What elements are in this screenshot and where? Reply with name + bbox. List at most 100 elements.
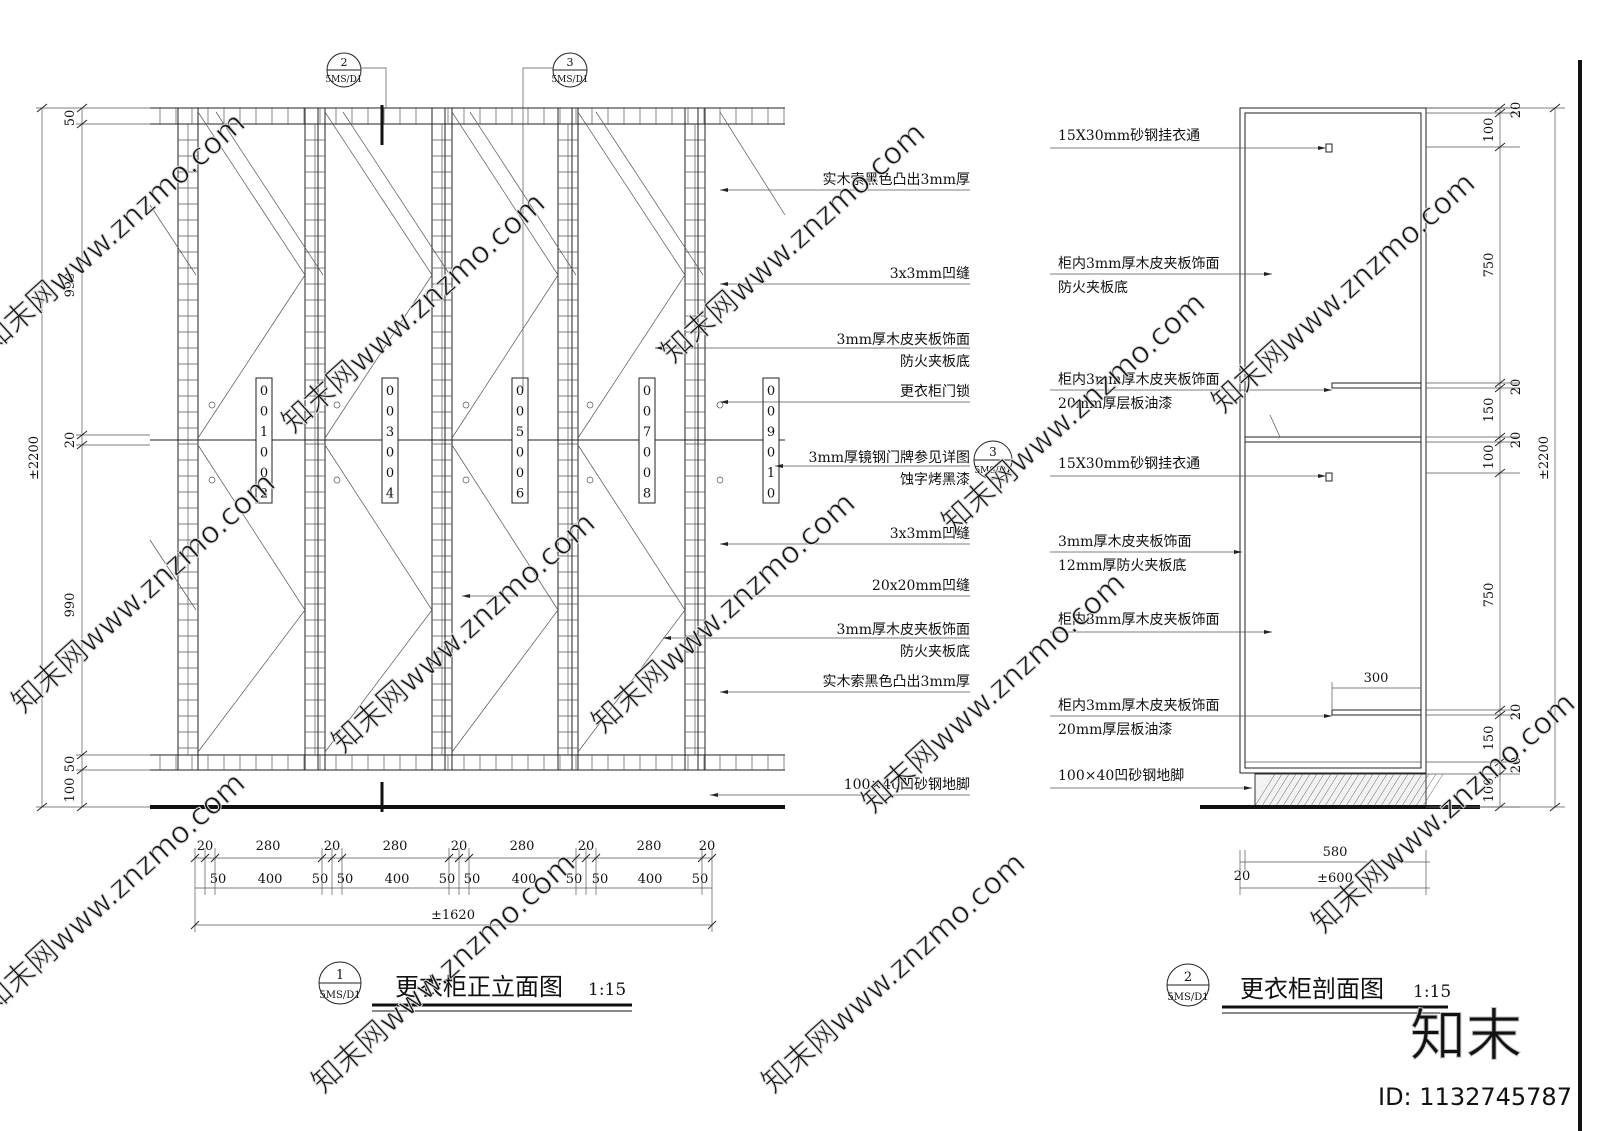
- locker-door-pattern: [324, 111, 451, 753]
- svg-text:20: 20: [578, 839, 595, 854]
- section-view: 15X30mm砂钢挂衣通柜内3mm厚木皮夹板饰面防火夹板底柜内3mm厚木皮夹板饰…: [1050, 102, 1565, 1014]
- svg-text:20x20mm凹缝: 20x20mm凹缝: [872, 578, 970, 594]
- svg-text:防火夹板底: 防火夹板底: [900, 354, 970, 370]
- elevation-callout: 3x3mm凹缝: [720, 526, 970, 546]
- svg-text:3mm厚木皮夹板饰面: 3mm厚木皮夹板饰面: [837, 332, 970, 348]
- svg-text:990: 990: [63, 593, 78, 618]
- svg-text:400: 400: [258, 872, 283, 887]
- svg-text:2: 2: [341, 56, 348, 69]
- svg-text:20: 20: [699, 839, 716, 854]
- svg-text:20: 20: [451, 839, 468, 854]
- elevation-stile: [304, 108, 326, 770]
- svg-text:400: 400: [512, 872, 537, 887]
- svg-text:400: 400: [638, 872, 663, 887]
- section-callout: 柜内3mm厚木皮夹板饰面 20mm厚层板油漆: [1050, 372, 1332, 412]
- svg-text:20: 20: [1509, 379, 1524, 396]
- svg-text:3x3mm凹缝: 3x3mm凹缝: [890, 266, 970, 282]
- watermark-text: 知末网www.znzmo.com: [5, 466, 282, 721]
- svg-text:580: 580: [1323, 845, 1348, 860]
- lock-dot: [716, 476, 724, 484]
- svg-text:3mm厚木皮夹板饰面: 3mm厚木皮夹板饰面: [1058, 534, 1191, 550]
- watermark-text: 知末网www.znzmo.com: [755, 846, 1032, 1101]
- elevation-callout: 20x20mm凹缝: [462, 578, 970, 598]
- svg-text:50: 50: [63, 756, 78, 773]
- svg-text:5MS/D1: 5MS/D1: [974, 466, 1011, 476]
- elevation-callout: 3x3mm凹缝: [720, 266, 970, 286]
- elevation-vertical-dims: 50 990 20 990 50 100 ±2200: [27, 103, 150, 812]
- svg-text:20: 20: [1509, 704, 1524, 721]
- watermark-text: 知末网www.znzmo.com: [0, 106, 252, 361]
- svg-text:20: 20: [324, 839, 341, 854]
- locker-door-pattern: [577, 111, 704, 753]
- svg-text:20mm厚层板油漆: 20mm厚层板油漆: [1058, 722, 1172, 738]
- svg-text:20: 20: [1509, 432, 1524, 449]
- svg-text:柜内3mm厚木皮夹板饰面: 柜内3mm厚木皮夹板饰面: [1058, 698, 1219, 714]
- elevation-callout: 更衣柜门锁: [720, 384, 970, 404]
- svg-text:50: 50: [312, 872, 329, 887]
- svg-text:100: 100: [1482, 778, 1497, 803]
- svg-text:20mm厚层板油漆: 20mm厚层板油漆: [1058, 396, 1172, 412]
- svg-text:柜内3mm厚木皮夹板饰面: 柜内3mm厚木皮夹板饰面: [1058, 372, 1219, 388]
- watermark-text: 知末网www.znzmo.com: [585, 486, 862, 741]
- svg-text:5MS/D1: 5MS/D1: [319, 990, 360, 1001]
- svg-text:5MS/D1: 5MS/D1: [551, 75, 588, 85]
- svg-text:3: 3: [567, 56, 574, 69]
- svg-text:750: 750: [1482, 583, 1497, 608]
- detail-bubble-side: 3 5MS/D1: [973, 440, 1013, 480]
- svg-text:50: 50: [210, 872, 227, 887]
- svg-text:±2200: ±2200: [27, 436, 42, 480]
- watermark-text: 知末网www.znzmo.com: [1205, 166, 1482, 421]
- svg-text:100: 100: [1482, 445, 1497, 470]
- lock-dot: [716, 401, 724, 409]
- svg-text:1:15: 1:15: [1413, 982, 1451, 1002]
- lock-dot: [586, 401, 594, 409]
- svg-text:100×40凹砂钢地脚: 100×40凹砂钢地脚: [1058, 768, 1184, 784]
- svg-text:防火夹板底: 防火夹板底: [900, 644, 970, 660]
- elevation-callout: 实木索黑色凸出3mm厚: [720, 673, 970, 694]
- svg-text:20: 20: [1509, 102, 1524, 119]
- svg-text:12mm厚防火夹板底: 12mm厚防火夹板底: [1058, 558, 1186, 574]
- svg-text:50: 50: [566, 872, 583, 887]
- svg-text:15X30mm砂钢挂衣通: 15X30mm砂钢挂衣通: [1058, 128, 1200, 144]
- watermark-text: 知末网www.znzmo.com: [935, 286, 1212, 541]
- svg-text:280: 280: [510, 839, 535, 854]
- elevation-callout: 100×40凹砂钢地脚: [710, 777, 970, 797]
- section-callout: 柜内3mm厚木皮夹板饰面: [1050, 612, 1272, 634]
- svg-text:20: 20: [63, 432, 78, 449]
- watermark-text: 知末网www.znzmo.com: [325, 506, 602, 761]
- svg-text:50: 50: [337, 872, 354, 887]
- svg-text:280: 280: [256, 839, 281, 854]
- watermark-text: 知末网www.znzmo.com: [275, 186, 552, 441]
- svg-text:100×40凹砂钢地脚: 100×40凹砂钢地脚: [844, 777, 970, 793]
- svg-text:990: 990: [63, 273, 78, 298]
- svg-text:20: 20: [1234, 869, 1251, 884]
- svg-text:1: 1: [336, 968, 344, 983]
- elevation-callout: 实木索黑色凸出3mm厚: [720, 171, 970, 192]
- svg-text:300: 300: [1364, 671, 1389, 686]
- detail-bubble-top-mid: 3 5MS/D1: [522, 52, 589, 390]
- watermark-text: 知末网www.znzmo.com: [1305, 686, 1582, 941]
- svg-text:750: 750: [1482, 253, 1497, 278]
- elevation-stile: [431, 108, 453, 770]
- elevation-title: 1 5MS/D1 更衣柜正立面图 1:15: [318, 961, 632, 1012]
- svg-text:实木索黑色凸出3mm厚: 实木索黑色凸出3mm厚: [823, 171, 970, 188]
- section-callout: 3mm厚木皮夹板饰面 12mm厚防火夹板底: [1050, 534, 1242, 574]
- lock-dot: [333, 476, 341, 484]
- section-horizontal-dims: 580 20 ±600: [1234, 845, 1430, 895]
- svg-text:150: 150: [1482, 726, 1497, 751]
- elevation-stile: [557, 108, 579, 770]
- svg-text:2: 2: [1184, 970, 1192, 985]
- svg-text:280: 280: [637, 839, 662, 854]
